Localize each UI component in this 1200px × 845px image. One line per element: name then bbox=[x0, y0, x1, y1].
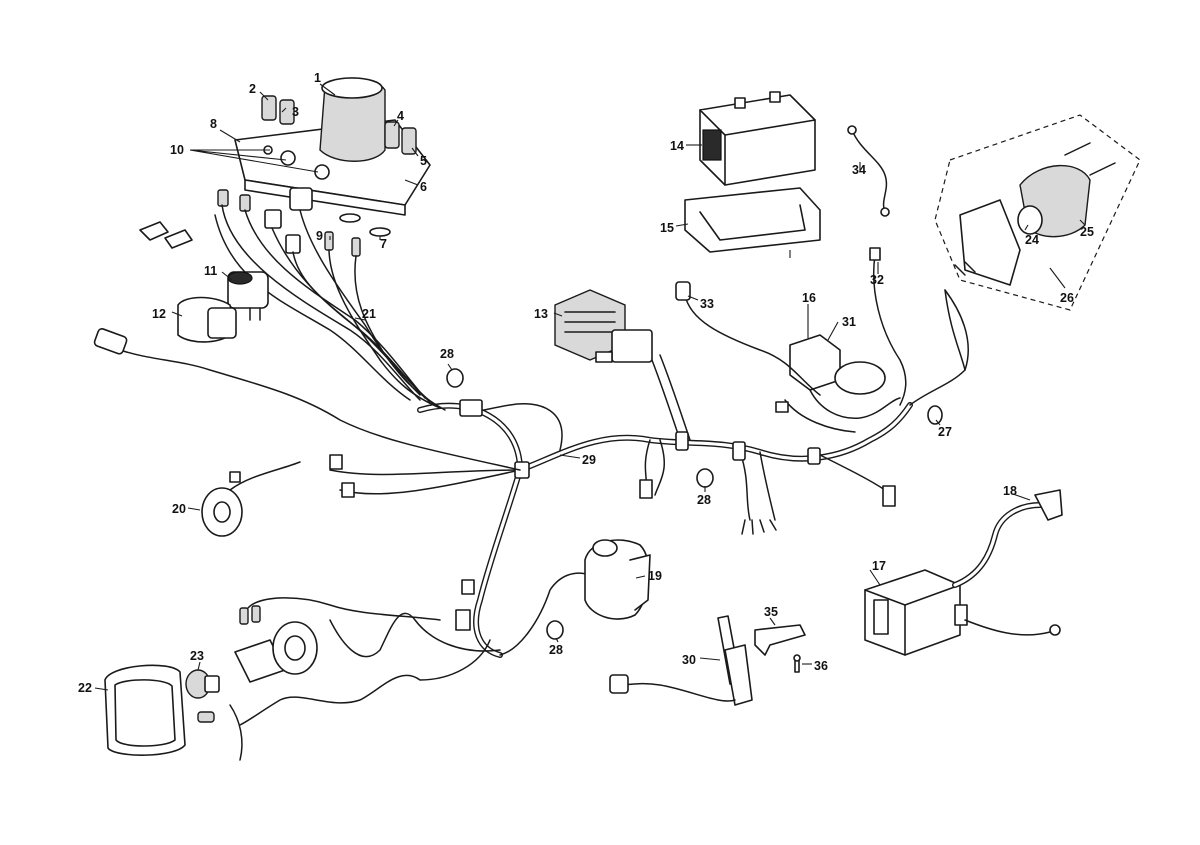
callout-30: 30 bbox=[682, 653, 696, 667]
part-28-clip-b bbox=[696, 468, 714, 488]
part-36-screw bbox=[793, 654, 801, 673]
cluster-wire-bundle bbox=[214, 204, 446, 411]
callout-15: 15 bbox=[660, 221, 674, 235]
callout-23: 23 bbox=[190, 649, 204, 663]
part-15-battery-tray bbox=[684, 187, 821, 258]
callout-29: 29 bbox=[582, 453, 596, 467]
callout-20: 20 bbox=[172, 502, 186, 516]
main-harness bbox=[239, 289, 969, 726]
callout-31: 31 bbox=[842, 315, 856, 329]
callout-28-c: 28 bbox=[549, 643, 563, 657]
part-19-magneto bbox=[584, 539, 651, 620]
callout-26: 26 bbox=[1060, 291, 1074, 305]
callout-labels: 1 2 3 4 5 6 7 8 9 10 11 12 13 14 15 16 1… bbox=[78, 71, 1094, 695]
callout-12: 12 bbox=[152, 307, 166, 321]
part-11-relay bbox=[227, 271, 269, 321]
part-34-ground-strap bbox=[847, 125, 890, 217]
callout-28-a: 28 bbox=[440, 347, 454, 361]
part-20-horn bbox=[201, 461, 301, 537]
callout-28-b: 28 bbox=[697, 493, 711, 507]
part-26-tail-light-group bbox=[934, 114, 1141, 371]
callout-11: 11 bbox=[204, 264, 217, 278]
callout-32: 32 bbox=[870, 273, 884, 287]
instrument-cluster bbox=[139, 77, 431, 257]
callout-3: 3 bbox=[292, 105, 299, 119]
callout-2: 2 bbox=[249, 82, 256, 96]
part-17-ignition-coil bbox=[864, 569, 1061, 656]
callout-24: 24 bbox=[1025, 233, 1039, 247]
callout-19: 19 bbox=[648, 569, 662, 583]
callout-18: 18 bbox=[1003, 484, 1017, 498]
callout-17: 17 bbox=[872, 559, 886, 573]
callout-34: 34 bbox=[852, 163, 866, 177]
part-23-headlight-bulbs bbox=[185, 597, 441, 761]
callout-6: 6 bbox=[420, 180, 427, 194]
leader-lines bbox=[94, 83, 1086, 691]
part-30-sender bbox=[609, 615, 753, 706]
callout-35: 35 bbox=[764, 605, 778, 619]
callout-5: 5 bbox=[420, 154, 427, 168]
part-13-regulator bbox=[554, 289, 653, 363]
callout-8: 8 bbox=[210, 117, 217, 131]
part-28-clip-a bbox=[446, 368, 464, 388]
part-14-battery bbox=[699, 91, 816, 186]
callout-33: 33 bbox=[700, 297, 714, 311]
callout-16: 16 bbox=[802, 291, 816, 305]
part-32-lead bbox=[869, 247, 907, 406]
part-22-headlight bbox=[104, 664, 186, 756]
callout-21: 21 bbox=[362, 307, 376, 321]
callout-9: 9 bbox=[316, 229, 323, 243]
part-18-spark-plug-cap bbox=[952, 489, 1063, 588]
callout-10: 10 bbox=[170, 143, 184, 157]
part-35-bracket bbox=[754, 624, 806, 656]
part-28-clip-c bbox=[546, 620, 564, 640]
callout-4: 4 bbox=[397, 109, 404, 123]
callout-27: 27 bbox=[938, 425, 952, 439]
callout-25: 25 bbox=[1080, 225, 1094, 239]
part-12-switch bbox=[93, 296, 521, 471]
part-27-clip bbox=[927, 405, 943, 425]
callout-13: 13 bbox=[534, 307, 548, 321]
callout-14: 14 bbox=[670, 139, 684, 153]
callout-7: 7 bbox=[380, 237, 387, 251]
callout-22: 22 bbox=[78, 681, 92, 695]
part-16-31-flasher bbox=[775, 334, 901, 433]
callout-36: 36 bbox=[814, 659, 828, 673]
callout-1: 1 bbox=[314, 71, 321, 85]
part-33-lead bbox=[675, 281, 821, 396]
